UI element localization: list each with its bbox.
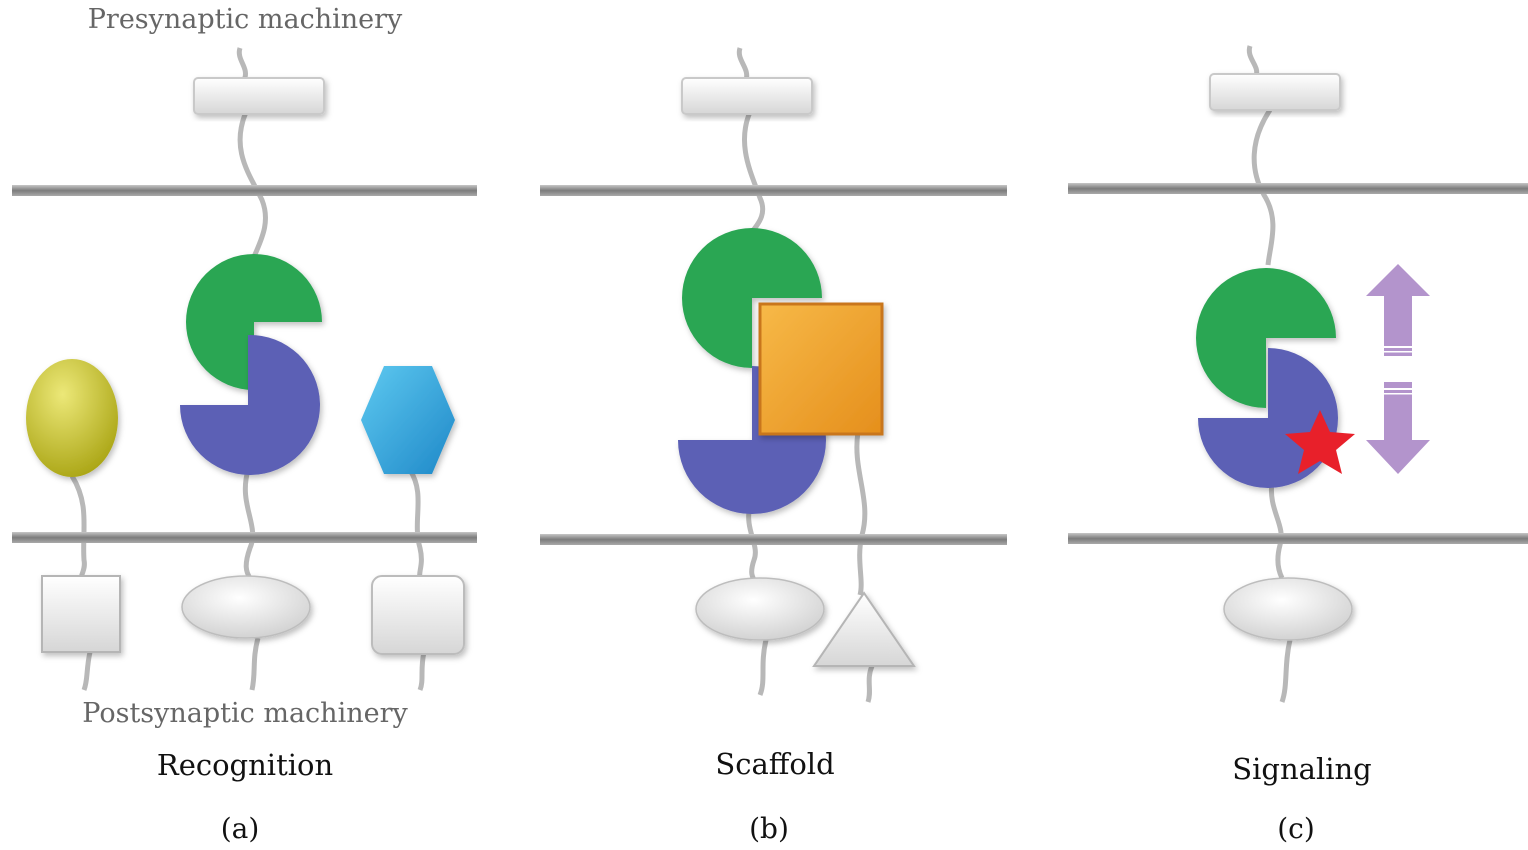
tether-left-a <box>69 474 87 580</box>
green-protein-c <box>1196 268 1336 408</box>
tether-center-lower-b <box>746 504 758 582</box>
tether-orange-b <box>854 431 868 596</box>
tether-center-b <box>741 111 766 234</box>
blue-protein-c <box>1198 348 1338 488</box>
postsynaptic-triangle-b <box>812 591 916 667</box>
tether-center-a <box>237 111 268 263</box>
postsynaptic-membrane-c <box>1068 533 1528 544</box>
tether-bottom-center-c <box>1279 639 1293 703</box>
tether-bottom-right-a <box>417 651 427 691</box>
caption-scaffold: Scaffold <box>715 747 835 781</box>
panel-letter-a: (a) <box>220 812 260 845</box>
tether-bottom-center-a <box>249 637 261 691</box>
panel-b <box>540 47 1007 703</box>
up-arrow-icon <box>1366 264 1430 356</box>
panel-a <box>12 47 477 691</box>
panel-letter-b: (b) <box>749 812 789 845</box>
panel-letter-c: (c) <box>1277 812 1315 845</box>
down-arrow-icon <box>1366 382 1430 474</box>
cyan-hexagon-protein <box>361 366 455 474</box>
tether-right-a <box>407 468 424 579</box>
tether-bottom-left-a <box>81 651 93 691</box>
caption-recognition: Recognition <box>156 748 334 782</box>
tether-presynaptic-a <box>236 47 248 82</box>
tether-triangle-b <box>865 665 875 703</box>
presynaptic-label: Presynaptic machinery <box>87 4 403 35</box>
postsynaptic-oval-c <box>1223 577 1353 641</box>
postsynaptic-rounded-square-a <box>371 575 465 655</box>
postsynaptic-square-a <box>41 575 121 653</box>
tether-bottom-center-b <box>757 639 769 696</box>
tether-presynaptic-c <box>1246 45 1260 77</box>
yellow-protein <box>26 359 118 477</box>
postsynaptic-membrane-a <box>12 532 477 543</box>
postsynaptic-oval-a <box>181 575 311 639</box>
presynaptic-block-c <box>1209 73 1341 111</box>
caption-signaling: Signaling <box>1232 752 1372 786</box>
tether-center-lower-c <box>1268 481 1285 580</box>
presynaptic-membrane-c <box>1068 183 1528 194</box>
tether-center-lower-a <box>242 469 256 580</box>
tether-center-c <box>1251 108 1276 266</box>
green-protein-b <box>682 228 822 368</box>
red-star-icon <box>1285 410 1355 474</box>
orange-scaffold-protein <box>758 302 884 436</box>
presynaptic-membrane-b <box>540 185 1007 196</box>
panel-c <box>1068 45 1528 703</box>
postsynaptic-oval-b <box>695 577 825 641</box>
presynaptic-block-b <box>681 77 813 115</box>
tether-presynaptic-b <box>736 47 750 81</box>
presynaptic-membrane-a <box>12 185 477 196</box>
presynaptic-block-a <box>193 77 325 115</box>
postsynaptic-label: Postsynaptic machinery <box>82 698 408 729</box>
postsynaptic-membrane-b <box>540 534 1007 545</box>
green-protein-a <box>186 254 322 390</box>
blue-protein-a <box>180 334 320 475</box>
